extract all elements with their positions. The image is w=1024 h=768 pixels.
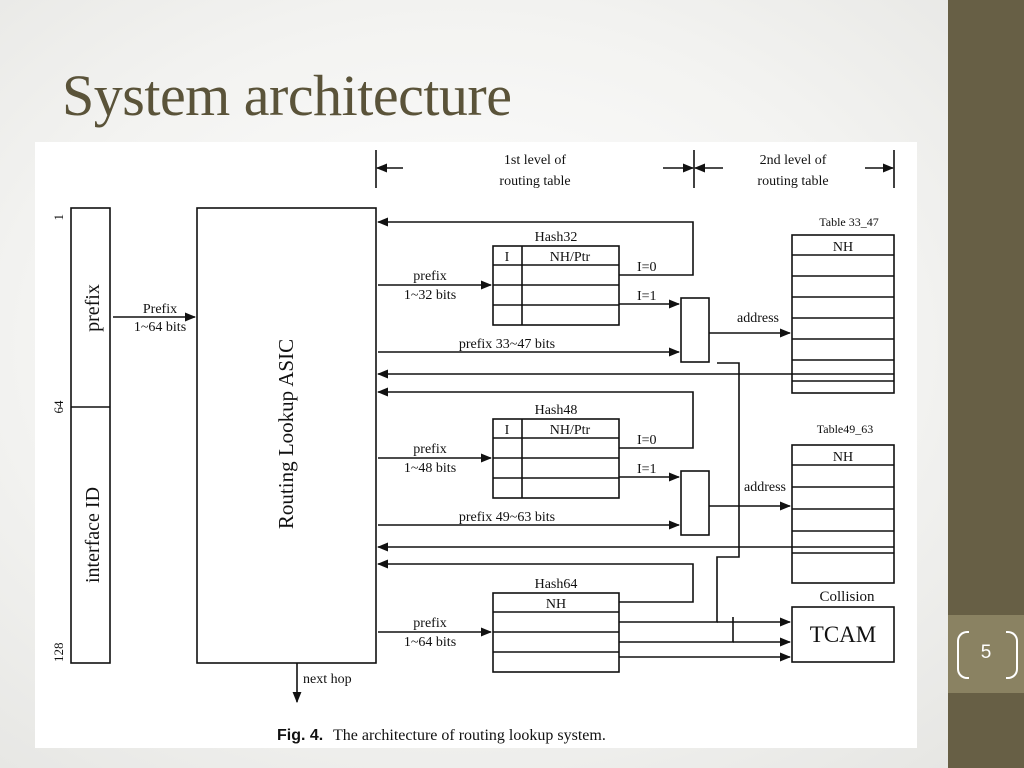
table-49-63-name: Table49_63 [817,422,873,436]
slide-title: System architecture [62,63,512,128]
hash48-i0: I=0 [637,433,657,448]
hash32-input-line2: 1~32 bits [404,288,456,303]
hash32-i0: I=0 [637,260,657,275]
level2-label-line1: 2nd level of [760,153,827,168]
figure-caption-number: Fig. 4. [277,727,323,744]
hash48-i1: I=1 [637,462,657,477]
address-label-2: address [744,480,786,495]
tcam-label: TCAM [810,622,876,647]
table-33-47-header: NH [833,240,853,255]
right-brace-icon [1006,631,1018,679]
page-number-box [948,615,1024,693]
prefix-input-label-line2: 1~64 bits [134,320,186,335]
table-49-63-header: NH [833,450,853,465]
hash48-col-nh: NH/Ptr [550,423,591,438]
address-label-1: address [737,311,779,326]
table-33-47-name: Table 33_47 [819,215,878,229]
page-number: 5 [980,642,992,663]
hash64-name: Hash64 [535,577,578,592]
left-brace-icon [957,631,969,679]
level1-label-line2: routing table [499,174,570,189]
hash64-header: NH [546,597,566,612]
collision-label: Collision [819,589,875,605]
bit-label-1: 1 [51,214,66,221]
hash64-input-line1: prefix [413,616,446,631]
bit-label-64: 64 [51,400,66,414]
prefix-33-47-label: prefix 33~47 bits [459,337,555,352]
figure-caption-text: The architecture of routing lookup syste… [333,727,606,744]
architecture-figure: 1st level of routing table 2nd level of … [35,142,917,748]
hash32-col-nh: NH/Ptr [550,250,591,265]
prefix-input-label-line1: Prefix [143,302,177,317]
field-prefix: prefix [82,284,104,332]
prefix-49-63-label: prefix 49~63 bits [459,510,555,525]
hash32-i1: I=1 [637,289,657,304]
hash32-col-i: I [505,250,510,265]
hash64-input-line2: 1~64 bits [404,635,456,650]
hash48-name: Hash48 [535,403,578,418]
hash32-name: Hash32 [535,230,578,245]
hash48-col-i: I [505,423,510,438]
bit-label-128: 128 [51,643,66,663]
asic-label: Routing Lookup ASIC [274,339,298,529]
hash48-input-line2: 1~48 bits [404,461,456,476]
hash48-input-line1: prefix [413,442,446,457]
next-hop-label: next hop [303,672,352,687]
level1-label-line1: 1st level of [504,153,567,168]
hash32-input-line1: prefix [413,269,446,284]
level2-label-line2: routing table [757,174,828,189]
field-interface-id: interface ID [82,487,104,583]
architecture-diagram: 1st level of routing table 2nd level of … [51,150,895,744]
